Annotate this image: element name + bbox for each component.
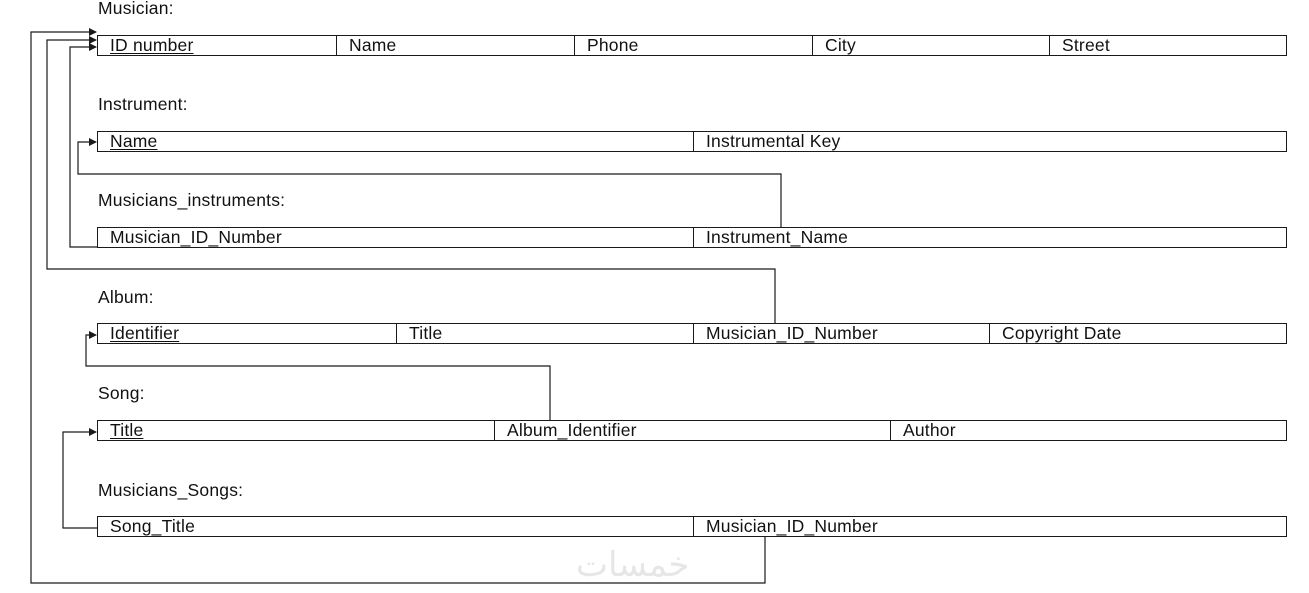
album-table: Identifier Title Musician_ID_Number Copy… bbox=[97, 323, 1287, 344]
mi-instrument-name-attr: Instrument_Name bbox=[706, 227, 849, 247]
fk-mi-instrument-to-instrument-arrow bbox=[77, 138, 782, 227]
song-table: Title Album_Identifier Author bbox=[97, 420, 1287, 441]
musicians-songs-table: Song_Title Musician_ID_Number bbox=[97, 516, 1287, 537]
musician-name-attr: Name bbox=[337, 36, 575, 55]
ms-song-title-attr: Song_Title bbox=[98, 517, 694, 536]
musicians-instruments-table: Musician_ID_Number Instrument_Name bbox=[97, 227, 1287, 248]
fk-ms-musician-to-musician-arrow bbox=[30, 28, 766, 584]
ms-musician-id-attr: Musician_ID_Number bbox=[706, 516, 878, 536]
album-identifier-attr: Identifier bbox=[98, 324, 397, 343]
song-title-attr: Title bbox=[98, 421, 495, 440]
song-album-identifier-attr: Album_Identifier bbox=[495, 421, 891, 440]
album-title: Album: bbox=[98, 287, 154, 307]
album-title-attr: Title bbox=[397, 324, 694, 343]
instrument-table: Name Instrumental Key bbox=[97, 131, 1287, 152]
album-musician-id-attr: Musician_ID_Number bbox=[694, 324, 990, 343]
instrument-key-attr: Instrumental Key bbox=[706, 131, 841, 151]
fk-mi-musician-to-musician-arrow bbox=[69, 43, 97, 248]
musicians-instruments-title: Musicians_instruments: bbox=[98, 190, 286, 210]
musician-title: Musician: bbox=[98, 0, 174, 18]
instrument-title: Instrument: bbox=[98, 94, 188, 114]
musician-phone-attr: Phone bbox=[575, 36, 813, 55]
watermark-logo: خمسات bbox=[576, 545, 690, 585]
song-title: Song: bbox=[98, 383, 145, 403]
fk-ms-song-to-song-arrow bbox=[62, 428, 97, 529]
musician-table: ID number Name Phone City Street bbox=[97, 35, 1287, 56]
album-copyright-date-attr: Copyright Date bbox=[1002, 323, 1122, 343]
mi-musician-id-attr: Musician_ID_Number bbox=[98, 228, 694, 247]
song-author-attr: Author bbox=[903, 420, 956, 440]
musicians-songs-title: Musicians_Songs: bbox=[98, 480, 244, 500]
instrument-name-attr: Name bbox=[98, 132, 694, 151]
fk-song-album-to-album-arrow bbox=[85, 331, 551, 420]
fk-album-musician-to-musician-arrow bbox=[46, 36, 776, 323]
musician-city-attr: City bbox=[813, 36, 1050, 55]
musician-street-attr: Street bbox=[1062, 35, 1110, 55]
musician-id-number-attr: ID number bbox=[98, 36, 337, 55]
